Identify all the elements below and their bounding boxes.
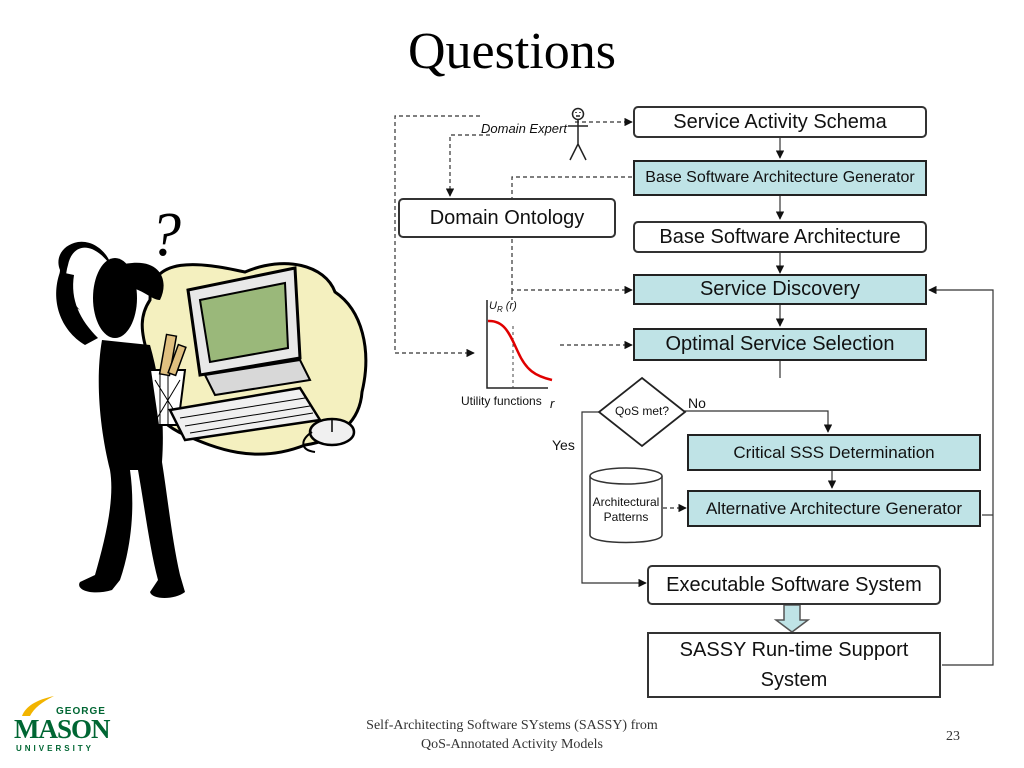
alternative-architecture-generator-label: Alternative Architecture Generator	[705, 498, 963, 518]
footer-line1: Self-Architecting Software SYstems (SASS…	[366, 718, 658, 733]
executable-software-system-label: Executable Software System	[666, 573, 922, 596]
qos-met-label: QoS met?	[615, 404, 670, 418]
alternative-architecture-generator-box: Alternative Architecture Generator	[687, 490, 981, 527]
critical-sss-box: Critical SSS Determination	[687, 434, 981, 471]
logo-george: GEORGE	[56, 706, 106, 717]
base-architecture-generator-label: Base Software Architecture Generator	[645, 169, 915, 186]
architectural-patterns-line2: Patterns	[603, 510, 649, 524]
footer-line2: QoS-Annotated Activity Models	[421, 737, 603, 752]
optimal-service-selection-box: Optimal Service Selection	[633, 328, 927, 361]
page-number: 23	[946, 729, 960, 744]
utility-y-argument: (r)	[505, 300, 517, 312]
utility-x-label: r	[550, 396, 555, 411]
service-activity-schema-label: Service Activity Schema	[673, 110, 887, 133]
utility-functions-caption: Utility functions	[461, 394, 542, 408]
sassy-runtime-line2: System	[760, 669, 828, 691]
logo-flame-icon	[22, 696, 54, 716]
base-architecture-generator-box: Base Software Architecture Generator	[633, 160, 927, 196]
page-title: Questions	[408, 23, 616, 80]
service-activity-schema-box: Service Activity Schema	[633, 106, 927, 138]
domain-expert-label: Domain Expert	[481, 121, 567, 136]
utility-y-subscript: R	[496, 305, 503, 315]
svg-text:?: ?	[150, 201, 181, 269]
no-label: No	[688, 395, 706, 411]
architectural-patterns-line1: Architectural	[592, 495, 660, 509]
base-architecture-box: Base Software Architecture	[633, 221, 927, 253]
utility-y-label: UR (r)	[489, 300, 517, 314]
logo-mason: MASON	[14, 714, 110, 744]
qos-decision-diamond	[597, 376, 687, 448]
executable-software-system-box: Executable Software System	[647, 565, 941, 605]
domain-ontology-label: Domain Ontology	[429, 206, 585, 229]
critical-sss-label: Critical SSS Determination	[733, 442, 935, 462]
domain-ontology-box: Domain Ontology	[398, 198, 616, 238]
sassy-runtime-line1: SASSY Run-time Support	[679, 639, 909, 661]
base-architecture-label: Base Software Architecture	[659, 225, 901, 248]
yes-label: Yes	[552, 437, 575, 453]
logo-university: UNIVERSITY	[16, 744, 95, 753]
service-discovery-label: Service Discovery	[699, 278, 861, 300]
george-mason-logo: GEORGE MASON UNIVERSITY	[12, 694, 112, 758]
footer-caption: Self-Architecting Software SYstems (SASS…	[312, 716, 712, 754]
architectural-patterns-label: Architectural Patterns	[590, 495, 662, 525]
optimal-service-selection-label: Optimal Service Selection	[665, 333, 895, 355]
utility-y-symbol: U	[489, 300, 497, 312]
sassy-runtime-support-box: SASSY Run-time Support System	[647, 632, 941, 698]
service-discovery-box: Service Discovery	[633, 274, 927, 305]
